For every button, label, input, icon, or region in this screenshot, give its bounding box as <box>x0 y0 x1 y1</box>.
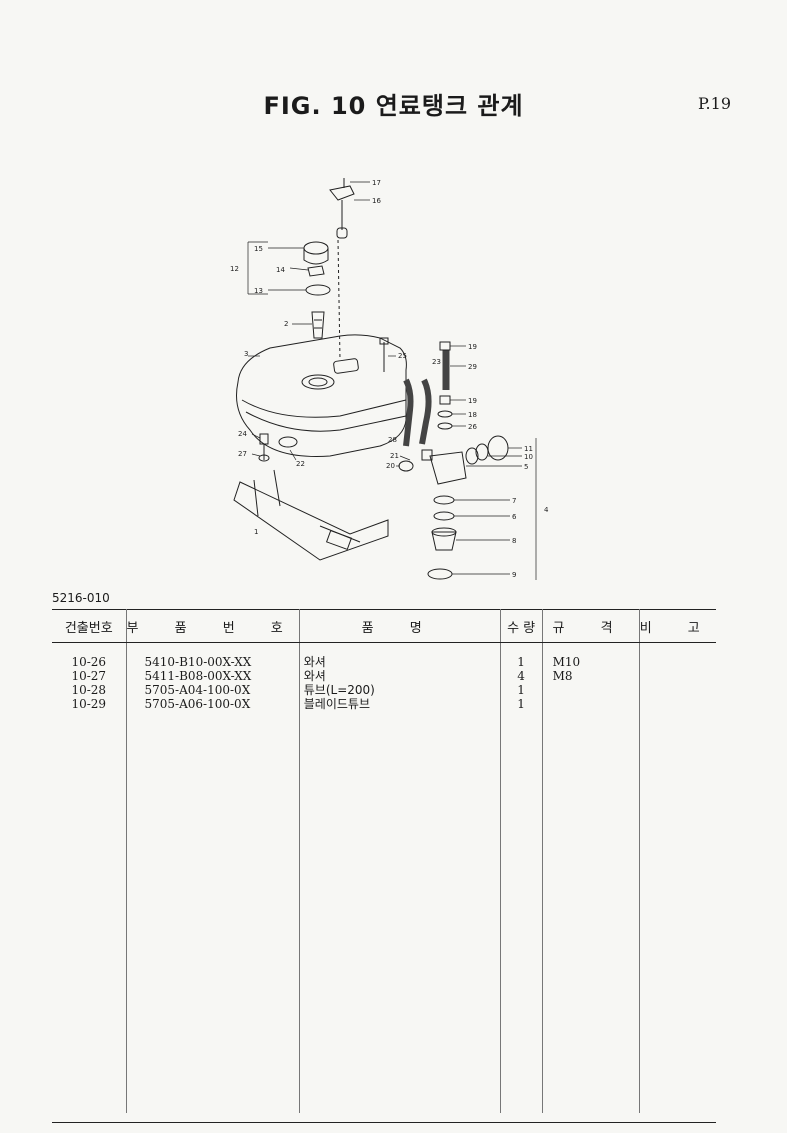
svg-text:14: 14 <box>276 266 285 274</box>
svg-text:11: 11 <box>524 445 533 453</box>
table-bottom-rule <box>52 1122 716 1123</box>
svg-text:5: 5 <box>524 463 528 471</box>
svg-text:7: 7 <box>512 497 516 505</box>
table-row: 10-27 5411-B08-00X-XX 와셔 4 M8 <box>52 669 716 683</box>
ref-no-cell: 10-29 <box>52 697 127 711</box>
remarks-cell <box>639 683 716 697</box>
col-header-quantity: 수 량 <box>500 609 543 643</box>
svg-text:19: 19 <box>468 343 477 351</box>
col-header-spec: 규 격 <box>542 609 640 643</box>
ref-no-cell: 10-28 <box>52 683 127 697</box>
svg-text:21: 21 <box>390 452 399 460</box>
svg-text:24: 24 <box>238 430 247 438</box>
figure-title: FIG. 10 연료탱크 관계 <box>263 92 524 120</box>
svg-text:28: 28 <box>388 436 397 444</box>
table-row: 10-28 5705-A04-100-0X 튜브(L=200) 1 <box>52 683 716 697</box>
reference-code: 5216-010 <box>52 591 110 605</box>
svg-text:18: 18 <box>468 411 477 419</box>
svg-text:25: 25 <box>398 352 407 360</box>
svg-text:20: 20 <box>386 462 395 470</box>
svg-text:8: 8 <box>512 537 516 545</box>
svg-text:17: 17 <box>372 179 381 187</box>
remarks-cell <box>639 669 716 683</box>
svg-text:3: 3 <box>244 350 248 358</box>
svg-text:19: 19 <box>468 397 477 405</box>
svg-text:9: 9 <box>512 571 516 579</box>
svg-text:29: 29 <box>468 363 477 371</box>
remarks-cell <box>639 643 716 670</box>
svg-text:26: 26 <box>468 423 477 431</box>
table-empty-space <box>52 711 716 1113</box>
col-header-ref-no: 건출번호 <box>52 609 127 643</box>
svg-text:10: 10 <box>524 453 533 461</box>
svg-text:12: 12 <box>230 265 239 273</box>
svg-text:23: 23 <box>432 358 441 366</box>
ref-no-cell: 10-26 <box>52 642 127 669</box>
part-number-cell: 5705-A06-100-0X <box>126 697 300 711</box>
table-row: 10-26 5410-B10-00X-XX 와셔 1 M10 <box>52 642 716 670</box>
svg-text:1: 1 <box>254 528 258 536</box>
col-header-remarks: 비 고 <box>639 609 716 643</box>
quantity-cell: 1 <box>500 683 543 697</box>
svg-text:27: 27 <box>238 450 247 458</box>
svg-text:6: 6 <box>512 513 517 521</box>
svg-text:15: 15 <box>254 245 263 253</box>
table-header-row: 건출번호 부 품 번 호 품 명 수 량 규 격 비 고 <box>52 609 716 643</box>
quantity-cell: 1 <box>500 642 543 669</box>
table-row: 10-29 5705-A06-100-0X 블레이드튜브 1 <box>52 697 716 711</box>
svg-text:13: 13 <box>254 287 263 295</box>
parts-list-table: 건출번호 부 품 번 호 품 명 수 량 규 격 비 고 10-26 5410-… <box>52 609 716 1113</box>
part-number-cell: 5411-B08-00X-XX <box>126 669 300 683</box>
quantity-cell: 4 <box>500 669 543 683</box>
ref-no-cell: 10-27 <box>52 669 127 683</box>
col-header-part-no: 부 품 번 호 <box>126 609 300 643</box>
part-name-cell: 와셔 <box>299 669 501 683</box>
col-header-part-name: 품 명 <box>299 609 501 643</box>
part-number-cell: 5410-B10-00X-XX <box>126 642 300 669</box>
spec-cell <box>542 697 640 711</box>
quantity-cell: 1 <box>500 697 543 711</box>
spec-cell: M8 <box>542 669 640 683</box>
part-name-cell: 튜브(L=200) <box>299 683 501 697</box>
page-number: P.19 <box>698 94 731 113</box>
svg-text:4: 4 <box>544 506 549 514</box>
svg-text:2: 2 <box>284 320 288 328</box>
svg-text:16: 16 <box>372 197 381 205</box>
spec-cell: M10 <box>542 642 640 669</box>
part-number-cell: 5705-A04-100-0X <box>126 683 300 697</box>
part-name-cell: 블레이드튜브 <box>299 697 501 711</box>
svg-text:22: 22 <box>296 460 305 468</box>
part-name-cell: 와셔 <box>299 642 501 669</box>
spec-cell <box>542 683 640 697</box>
remarks-cell <box>639 697 716 711</box>
